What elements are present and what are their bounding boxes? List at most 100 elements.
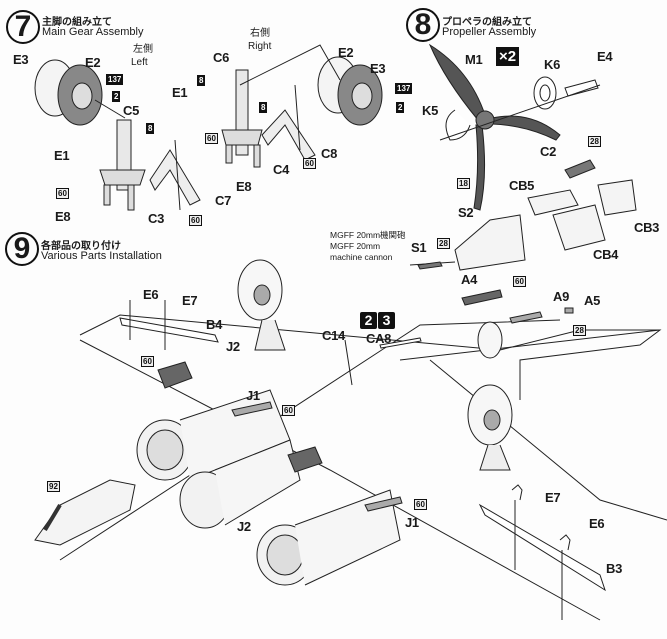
wing-top xyxy=(79,314,662,400)
part-label: E7 xyxy=(545,490,561,505)
quantity-multiplier: ×2 xyxy=(496,47,520,66)
spinner-k5 xyxy=(445,109,471,141)
part-label: CB3 xyxy=(634,220,660,235)
strut-c3 xyxy=(149,149,201,206)
part-label: M1 xyxy=(465,52,483,67)
part-label: J1 xyxy=(246,388,260,403)
step-8-title-jp: プロペラの組み立て xyxy=(442,17,532,28)
reference-step: 3 xyxy=(378,312,395,329)
part-label: C6 xyxy=(213,50,230,65)
part-b3 xyxy=(478,503,606,592)
part-ca8 xyxy=(379,337,422,349)
step-8-number: 8 xyxy=(406,8,440,42)
part-label: CB4 xyxy=(593,247,619,262)
part-s2 xyxy=(454,214,526,271)
part-c14 xyxy=(344,339,353,386)
step-7-number: 7 xyxy=(6,10,40,44)
part-j2-top xyxy=(157,361,193,389)
step-7-title-en: Main Gear Assembly xyxy=(42,26,144,38)
part-label: E2 xyxy=(338,45,354,60)
part-label: CB5 xyxy=(509,178,535,193)
part-label: C8 xyxy=(321,146,338,161)
color-code-badge: 60 xyxy=(303,158,316,169)
part-cb5 xyxy=(527,189,579,216)
color-code-badge: 2 xyxy=(112,91,121,102)
part-label: CA8 xyxy=(366,331,392,346)
color-code-badge: 60 xyxy=(414,499,427,510)
color-code-badge: 60 xyxy=(56,188,69,199)
color-code-badge: 8 xyxy=(197,75,206,86)
part-a5 xyxy=(564,307,574,314)
color-code-badge: 137 xyxy=(106,74,124,85)
strut-c4 xyxy=(261,109,316,161)
color-code-badge: 60 xyxy=(513,276,526,287)
left-side-label-en: Left xyxy=(131,57,148,68)
step-9-title-jp: 各部品の取り付け xyxy=(41,241,121,252)
part-label: C5 xyxy=(123,103,140,118)
part-label: J2 xyxy=(237,519,251,534)
cannon-note-jp: MGFF 20mm機関砲 xyxy=(330,230,406,240)
color-code-badge: 60 xyxy=(205,133,218,144)
part-cb3 xyxy=(597,179,637,216)
part-j2-bottom xyxy=(287,446,323,473)
color-code-badge: 8 xyxy=(259,102,268,113)
color-code-badge: 60 xyxy=(189,215,202,226)
part-label: B3 xyxy=(606,561,623,576)
color-code-badge: 2 xyxy=(396,102,405,113)
cannon-s1 xyxy=(417,261,443,270)
part-a4 xyxy=(461,289,503,306)
part-label: A5 xyxy=(584,293,601,308)
part-label: E1 xyxy=(54,148,70,163)
part-label: E8 xyxy=(236,179,252,194)
part-label: C3 xyxy=(148,211,165,226)
step-9-number: 9 xyxy=(5,232,39,266)
propeller-blade-right xyxy=(491,115,561,141)
color-code-badge: 137 xyxy=(395,83,413,94)
reference-steps-badge: 2 3 xyxy=(360,312,395,329)
left-side-label-jp: 左側 xyxy=(133,44,153,55)
part-label: B4 xyxy=(206,317,223,332)
part-label: E3 xyxy=(13,52,29,67)
part-label: E4 xyxy=(597,49,613,64)
color-code-badge: 28 xyxy=(588,136,601,147)
color-code-badge: 28 xyxy=(437,238,450,249)
part-label: A9 xyxy=(553,289,570,304)
step-8-title-en: Propeller Assembly xyxy=(442,26,537,38)
cannon-note-en1: MGFF 20mm xyxy=(330,241,381,251)
part-cb4 xyxy=(552,204,606,251)
propeller-blade-lower xyxy=(473,124,486,211)
part-b4 xyxy=(119,317,219,343)
reference-step: 2 xyxy=(360,312,377,329)
part-e6-bottom xyxy=(559,534,571,551)
shaft-e4 xyxy=(564,79,599,97)
part-e7-bottom xyxy=(511,484,523,501)
part-label: E8 xyxy=(55,209,71,224)
part-label: J1 xyxy=(405,515,419,530)
color-code-badge: 28 xyxy=(573,325,586,336)
part-label: E7 xyxy=(182,293,198,308)
part-j1-top xyxy=(231,401,273,417)
part-label: E2 xyxy=(85,55,101,70)
backplate-k6 xyxy=(533,76,557,110)
part-a9 xyxy=(509,311,543,324)
part-label: C14 xyxy=(322,328,345,343)
cannon-note-en2: machine cannon xyxy=(330,252,393,262)
part-label: J2 xyxy=(226,339,240,354)
part-label: K6 xyxy=(544,57,561,72)
part-label: S1 xyxy=(411,240,427,255)
color-code-badge: 8 xyxy=(146,123,155,134)
color-code-badge: 60 xyxy=(282,405,295,416)
part-label: E3 xyxy=(370,61,386,76)
part-label: C2 xyxy=(540,144,557,159)
right-side-label-en: Right xyxy=(248,41,272,52)
part-label: C7 xyxy=(215,193,232,208)
part-label: K5 xyxy=(422,103,439,118)
part-label: A4 xyxy=(461,272,478,287)
part-label: E6 xyxy=(143,287,159,302)
color-code-badge: 18 xyxy=(457,178,470,189)
step-9-title-en: Various Parts Installation xyxy=(41,250,162,262)
part-j1-bottom xyxy=(364,496,403,512)
part-label: S2 xyxy=(458,205,474,220)
right-side-label-jp: 右側 xyxy=(250,28,270,39)
